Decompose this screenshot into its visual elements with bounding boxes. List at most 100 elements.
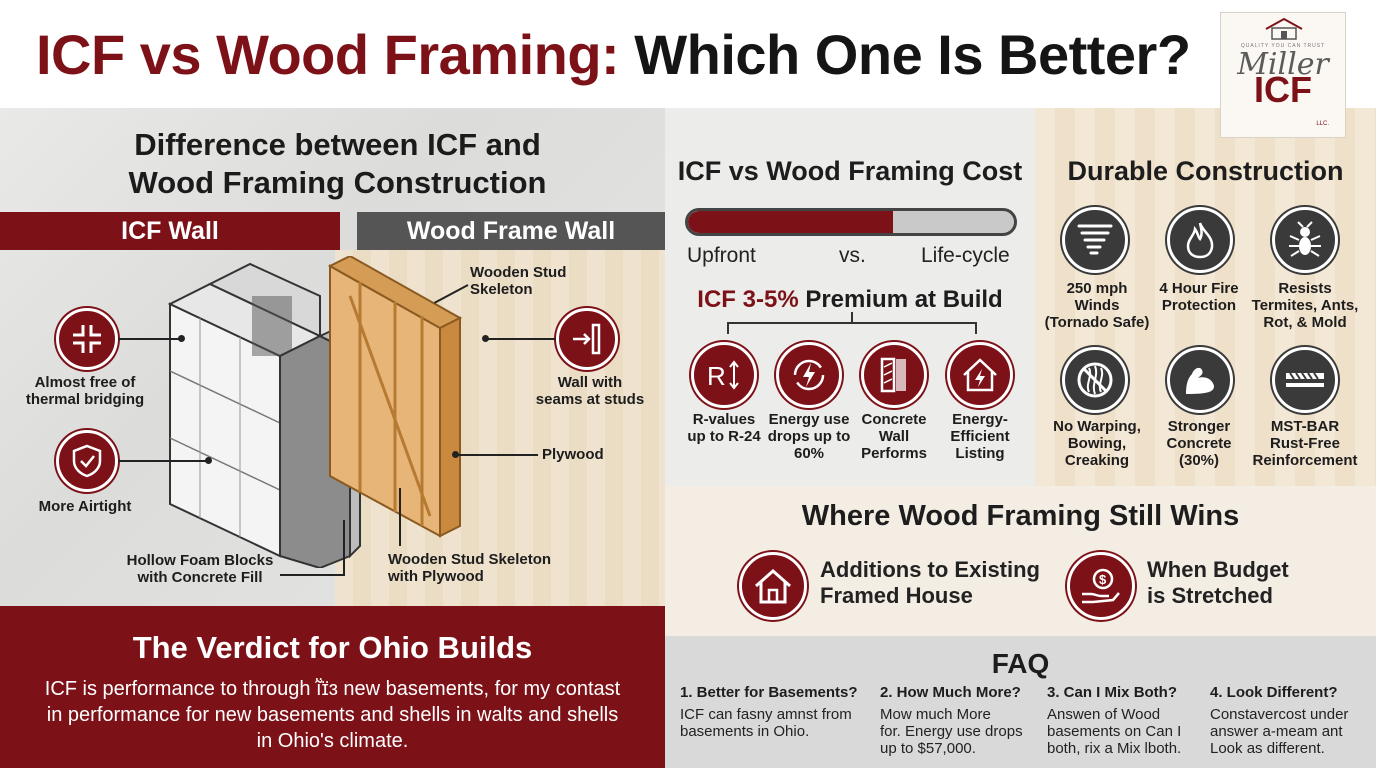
seam-arrow-icon	[573, 323, 601, 355]
cost-item-2-line2: drops up to	[767, 428, 851, 445]
verdict-body: ICF is performance to through ĩ̈ɪ̈ɜ new …	[44, 678, 621, 752]
faq-2-a1: Mow much More	[880, 706, 991, 723]
logo-brand: ICF	[1254, 69, 1312, 110]
durable-title: Durable Construction	[1067, 156, 1344, 186]
rebar-icon	[1272, 347, 1338, 413]
faq-question-4[interactable]: 4. Look Different?	[1210, 684, 1338, 701]
concrete-wall-icon	[861, 342, 927, 408]
seams-leader-line	[486, 338, 556, 340]
durable-2-line1: 4 Hour Fire	[1159, 280, 1239, 297]
termite-icon	[1272, 207, 1338, 273]
win-1-line1: Additions to Existing	[820, 557, 1040, 582]
premium-heading: ICF 3-5% Premium at Build	[665, 286, 1035, 314]
cost-panel: ICF vs Wood Framing Cost Upfront vs. Lif…	[665, 108, 1035, 486]
premium-brace	[727, 322, 977, 334]
durable-6-line2: Rust-Free	[1269, 435, 1340, 452]
cost-item-3-line2: Wall	[878, 428, 910, 445]
durable-6-line3: Reinforcement	[1252, 452, 1358, 469]
svg-text:$: $	[1099, 572, 1107, 587]
durable-3-line3: Rot, & Mold	[1263, 314, 1347, 331]
house-icon	[739, 552, 807, 620]
faq-panel: FAQ 1. Better for Basements? ICF can fas…	[665, 636, 1376, 768]
stud-line2: Skeleton	[470, 281, 533, 298]
faq-2-a2: for. Energy use drops	[880, 723, 1023, 740]
fire-icon	[1167, 207, 1233, 273]
energy-cycle-icon	[776, 342, 842, 408]
durable-5-line2: Concrete	[1166, 435, 1232, 452]
stud-plywood-leader	[399, 488, 401, 546]
cost-item-3-line3: Performs	[861, 445, 927, 462]
faq-3-a3: both, rix a Mix lboth.	[1047, 740, 1182, 757]
thermal-bridging-badge	[56, 308, 118, 370]
faq-question-1[interactable]: 1. Better for Basements?	[680, 684, 858, 701]
cost-item-2-line1: Energy use	[768, 411, 850, 428]
cost-item-3-line1: Concrete	[861, 411, 927, 428]
foam-line1: Hollow Foam Blocks	[126, 552, 274, 569]
miller-icf-logo: QUALITY YOU CAN TRUST Miller ICF LLC.	[1220, 12, 1346, 138]
wood-wins-panel: Where Wood Framing Still Wins Additions …	[665, 486, 1376, 636]
faq-question-2[interactable]: 2. How Much More?	[880, 684, 1021, 701]
faq-2-a3: up to $57,000.	[880, 740, 976, 757]
faq-title: FAQ	[991, 648, 1050, 679]
durable-4-line1: No Warping,	[1053, 418, 1141, 435]
logo-tagline: QUALITY YOU CAN TRUST	[1240, 43, 1326, 49]
cost-item-4-line2: Efficient	[950, 428, 1010, 445]
win-1-line2: Framed House	[820, 583, 973, 608]
cost-item-1-line2: up to R-24	[687, 428, 761, 445]
verdict-panel: The Verdict for Ohio Builds ICF is perfo…	[0, 606, 665, 768]
faq-1-a1: ICF can fasny amnst from	[680, 706, 852, 723]
thermal-leader-line	[118, 338, 180, 340]
cost-item-1-line1: R-values	[692, 411, 756, 428]
faq-4-a3: Look as different.	[1210, 740, 1325, 757]
foam-leader-line	[280, 574, 344, 576]
foam-line2: with Concrete Fill	[137, 569, 263, 586]
durable-1-line3: (Tornado Safe)	[1044, 314, 1150, 331]
strength-arm-icon	[1167, 347, 1233, 413]
wood-wall-band: Wood Frame Wall	[357, 212, 665, 250]
premium-rest: Premium at Build	[805, 286, 1003, 313]
airtight-label: More Airtight	[38, 498, 132, 515]
r-value-icon: R	[691, 342, 757, 408]
airtight-badge	[56, 430, 118, 492]
stud-line1: Wooden Stud	[470, 264, 567, 281]
durable-2-line2: Protection	[1161, 297, 1237, 314]
foam-leader-vertical	[343, 520, 345, 576]
faq-1-a2: basements in Ohio.	[680, 723, 810, 740]
verdict-title: The Verdict for Ohio Builds	[132, 630, 533, 665]
durable-3-line1: Resists	[1278, 280, 1332, 297]
shield-check-icon	[72, 444, 102, 478]
stud-plywood-line1: Wooden Stud Skeleton	[388, 551, 552, 568]
energy-house-icon	[947, 342, 1013, 408]
wins-title: Where Wood Framing Still Wins	[801, 500, 1240, 532]
difference-title-line2: Wood Framing Construction	[128, 165, 547, 200]
no-warping-icon	[1062, 347, 1128, 413]
money-hand-icon: $	[1067, 552, 1135, 620]
stud-plywood-line2: with Plywood	[388, 568, 484, 585]
durable-5-line1: Stronger	[1167, 418, 1231, 435]
thermal-line2: thermal bridging	[25, 391, 145, 408]
bar-label-upfront: Upfront	[687, 244, 756, 267]
icf-wall-band: ICF Wall	[0, 212, 340, 250]
faq-question-3[interactable]: 3. Can I Mix Both?	[1047, 684, 1178, 701]
thermal-line1: Almost free of	[34, 374, 136, 391]
durable-4-line3: Creaking	[1064, 452, 1130, 469]
logo-suffix: LLC.	[1316, 121, 1329, 127]
cost-item-2-line3: 60%	[793, 445, 825, 462]
seams-badge	[556, 308, 618, 370]
